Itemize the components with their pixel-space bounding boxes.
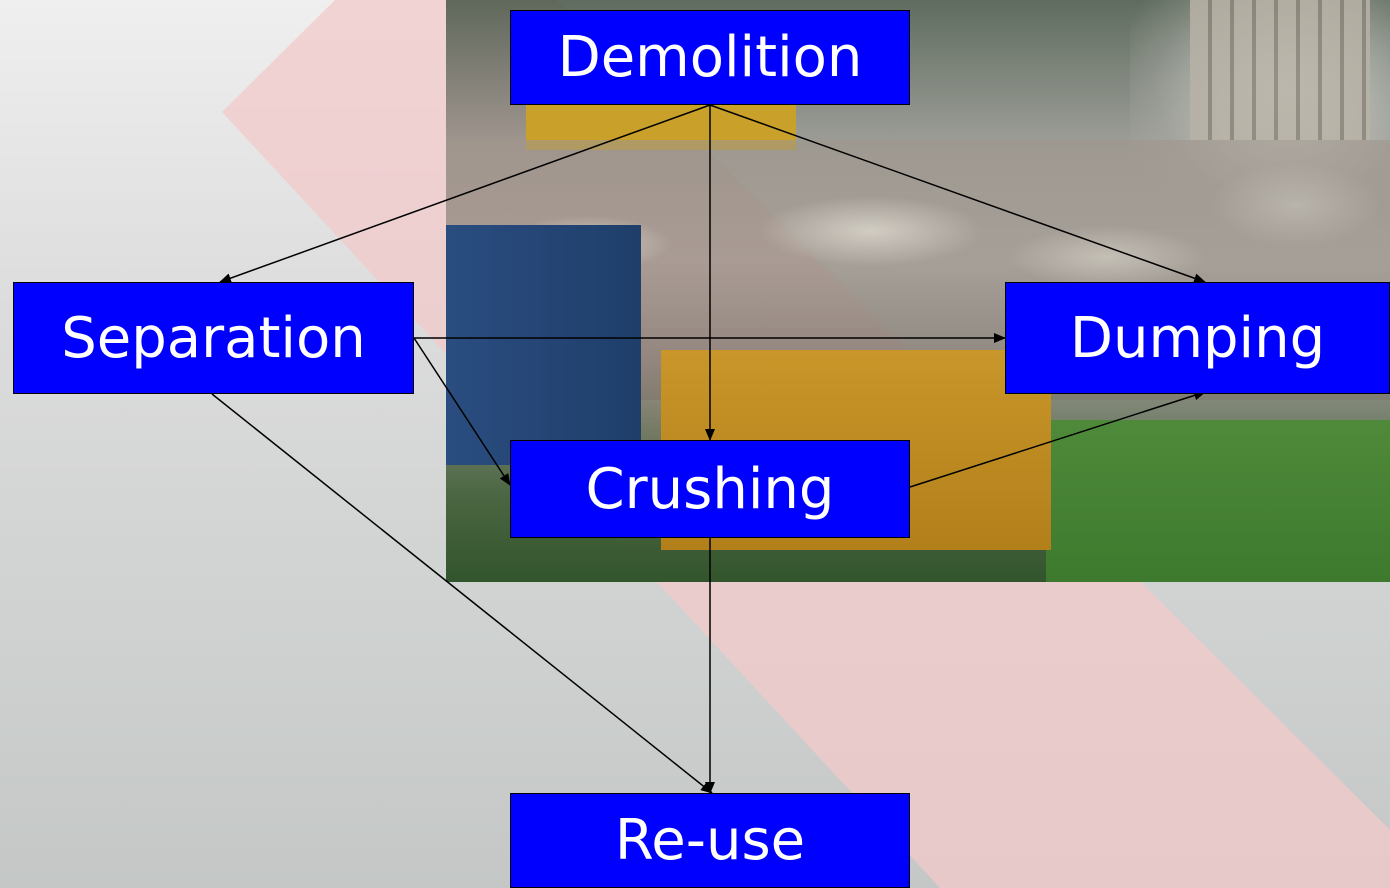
node-separation-label: Separation: [61, 305, 366, 371]
photo-building: [1190, 0, 1370, 140]
node-demolition: Demolition: [510, 10, 910, 105]
edge-demolition-separation: [219, 104, 711, 283]
node-dumping-label: Dumping: [1069, 305, 1326, 371]
edge-separation-reuse: [211, 393, 713, 794]
node-demolition-label: Demolition: [557, 25, 863, 90]
edge-crushing-dumping: [909, 390, 1206, 488]
node-dumping: Dumping: [1005, 282, 1390, 394]
node-reuse-label: Re-use: [614, 808, 806, 873]
node-crushing-label: Crushing: [585, 456, 835, 522]
node-reuse: Re-use: [510, 793, 910, 888]
photo-grass: [1046, 420, 1390, 582]
edge-separation-crushing: [413, 337, 511, 486]
node-crushing: Crushing: [510, 440, 910, 538]
photo-blue-container: [446, 225, 641, 465]
edge-demolition-dumping: [709, 104, 1206, 284]
node-separation: Separation: [13, 282, 414, 394]
